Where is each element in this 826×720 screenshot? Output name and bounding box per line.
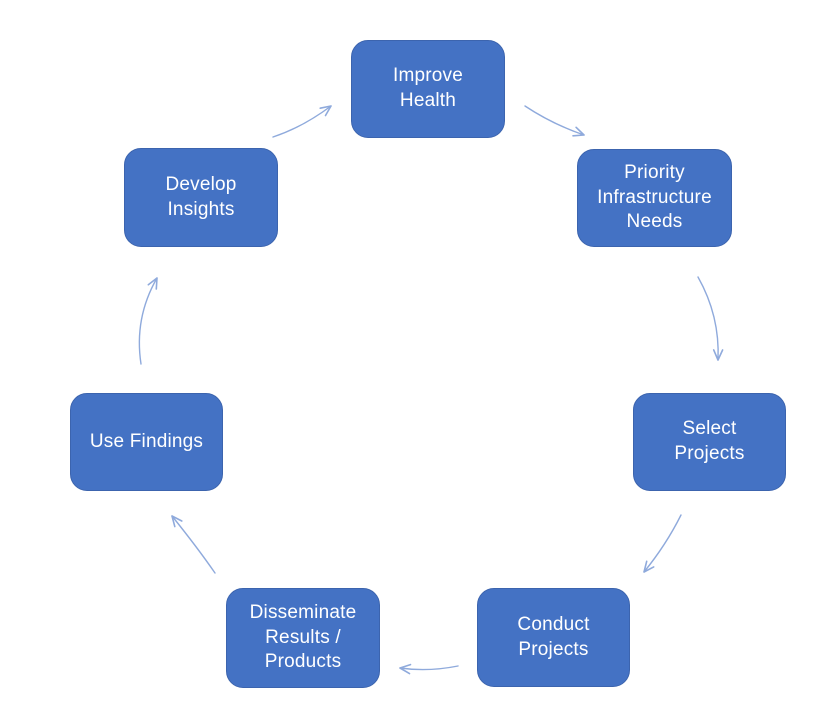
node-use-findings: Use Findings <box>70 393 223 491</box>
node-priority-infrastructure-needs-label: Priority Infrastructure Needs <box>597 161 712 233</box>
arrow-improve-health-to-priority-infrastructure-needs-head <box>572 126 585 137</box>
node-priority-infrastructure-needs: Priority Infrastructure Needs <box>577 149 732 247</box>
arrow-use-findings-to-develop-insights-head <box>147 277 158 290</box>
arrow-conduct-projects-to-disseminate-results-products-head <box>399 663 412 675</box>
arrow-disseminate-results-products-to-use-findings <box>171 515 216 574</box>
node-improve-health: Improve Health <box>351 40 505 138</box>
arrow-develop-insights-to-improve-health <box>272 105 332 138</box>
arrow-select-projects-to-conduct-projects <box>643 514 682 573</box>
node-develop-insights: Develop Insights <box>124 148 278 247</box>
node-improve-health-label: Improve Health <box>392 65 464 111</box>
node-disseminate-results-products: Disseminate Results / Products <box>226 588 380 688</box>
arrow-use-findings-to-develop-insights <box>138 277 158 365</box>
node-develop-insights-label: Develop Insights <box>165 173 237 220</box>
arrow-disseminate-results-products-to-use-findings-head <box>171 515 183 528</box>
node-conduct-projects-label: Conduct Projects <box>517 613 590 660</box>
arrow-conduct-projects-to-disseminate-results-products <box>399 665 459 671</box>
arrow-improve-health-to-priority-infrastructure-needs <box>524 105 585 136</box>
arrow-priority-infrastructure-needs-to-select-projects-head <box>712 349 724 361</box>
arrow-develop-insights-to-improve-health-head <box>319 105 332 117</box>
node-select-projects-label: Select Projects <box>674 418 745 464</box>
node-use-findings-label: Use Findings <box>89 430 204 452</box>
node-select-projects: Select Projects <box>633 393 786 491</box>
node-disseminate-results-products-label: Disseminate Results / Products <box>249 601 357 673</box>
arrow-select-projects-to-conduct-projects-head <box>643 560 655 573</box>
node-conduct-projects: Conduct Projects <box>477 588 630 687</box>
arrow-priority-infrastructure-needs-to-select-projects <box>697 276 719 361</box>
